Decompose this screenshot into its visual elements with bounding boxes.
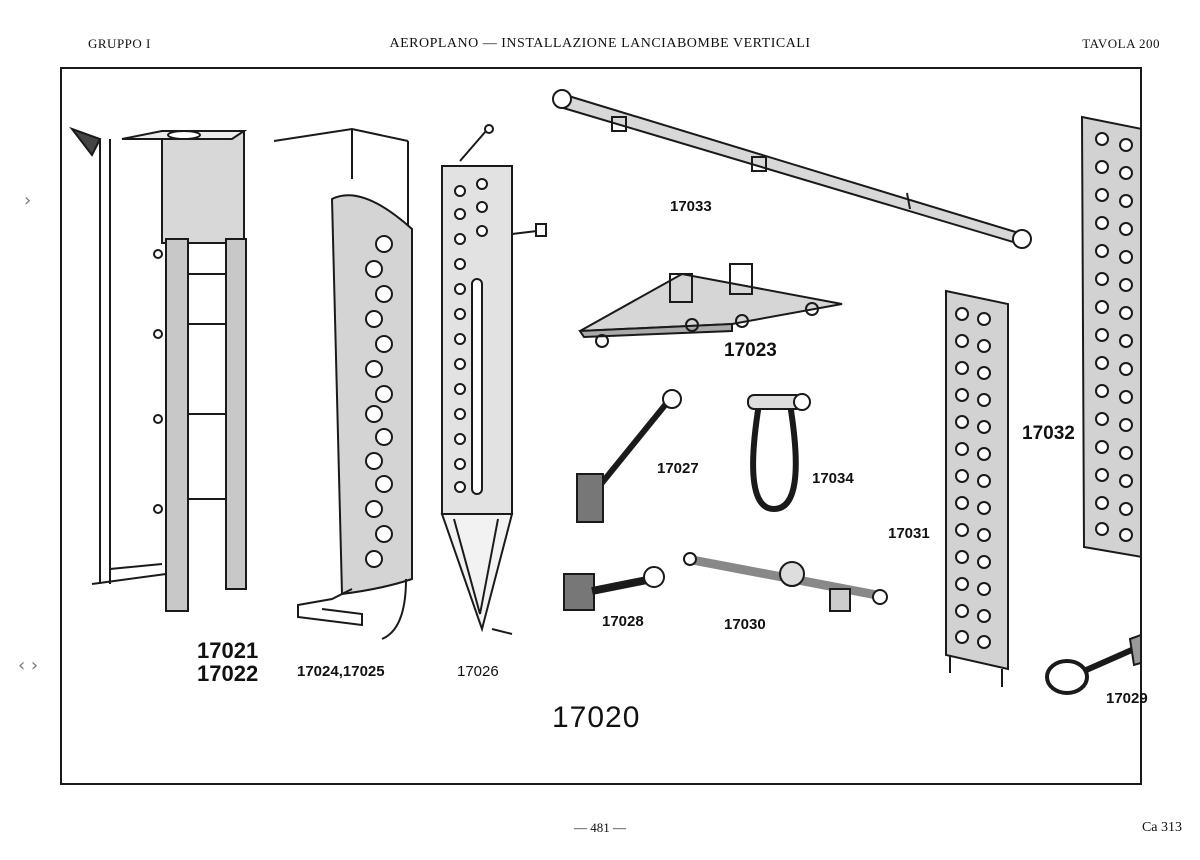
label-17034: 17034	[812, 470, 854, 487]
parts-illustration	[69, 89, 1140, 695]
label-17027: 17027	[657, 460, 699, 477]
page-number: — 481 —	[574, 820, 626, 835]
binder-hole-bottom: ‹ ›	[18, 655, 39, 676]
label-17021: 17021	[197, 638, 259, 663]
ring-clamp-drawing	[1045, 634, 1140, 695]
binder-hole-top: ›	[24, 190, 32, 211]
label-17026: 17026	[457, 663, 499, 680]
rod-with-plate-drawing	[576, 389, 682, 523]
clamp-bracket-drawing	[563, 566, 665, 611]
label-17028: 17028	[602, 613, 644, 630]
guide-plate-drawing	[273, 127, 413, 640]
document-code: Ca 313	[1141, 820, 1182, 835]
label-17024-17025: 17024,17025	[297, 663, 385, 680]
label-17030: 17030	[724, 616, 766, 633]
narrow-plate-drawing	[945, 289, 1009, 687]
plate-number: TAVOLA 200	[1082, 36, 1160, 51]
long-bar-drawing	[552, 89, 1032, 249]
shackle-drawing	[747, 393, 811, 513]
assembly-number: 17020	[552, 701, 641, 734]
beam-bracket-drawing	[578, 263, 843, 348]
label-17022: 17022	[197, 661, 259, 686]
drawing-frame: 17021 17022 17024,17025 17026 17033 1702…	[60, 67, 1148, 785]
page-title: AEROPLANO — INSTALLAZIONE LANCIABOMBE VE…	[389, 36, 811, 51]
group-label: GRUPPO I	[88, 36, 151, 51]
clamped-bar-drawing	[683, 552, 888, 612]
label-17023: 17023	[724, 340, 777, 361]
label-17032: 17032	[1022, 423, 1075, 444]
label-17031: 17031	[888, 525, 930, 542]
perforated-strip-drawing	[440, 124, 547, 635]
bomb-rack-frame-drawing	[69, 126, 248, 612]
tall-plate-drawing	[1080, 115, 1140, 558]
label-17029: 17029	[1106, 690, 1148, 707]
label-17033: 17033	[670, 198, 712, 215]
